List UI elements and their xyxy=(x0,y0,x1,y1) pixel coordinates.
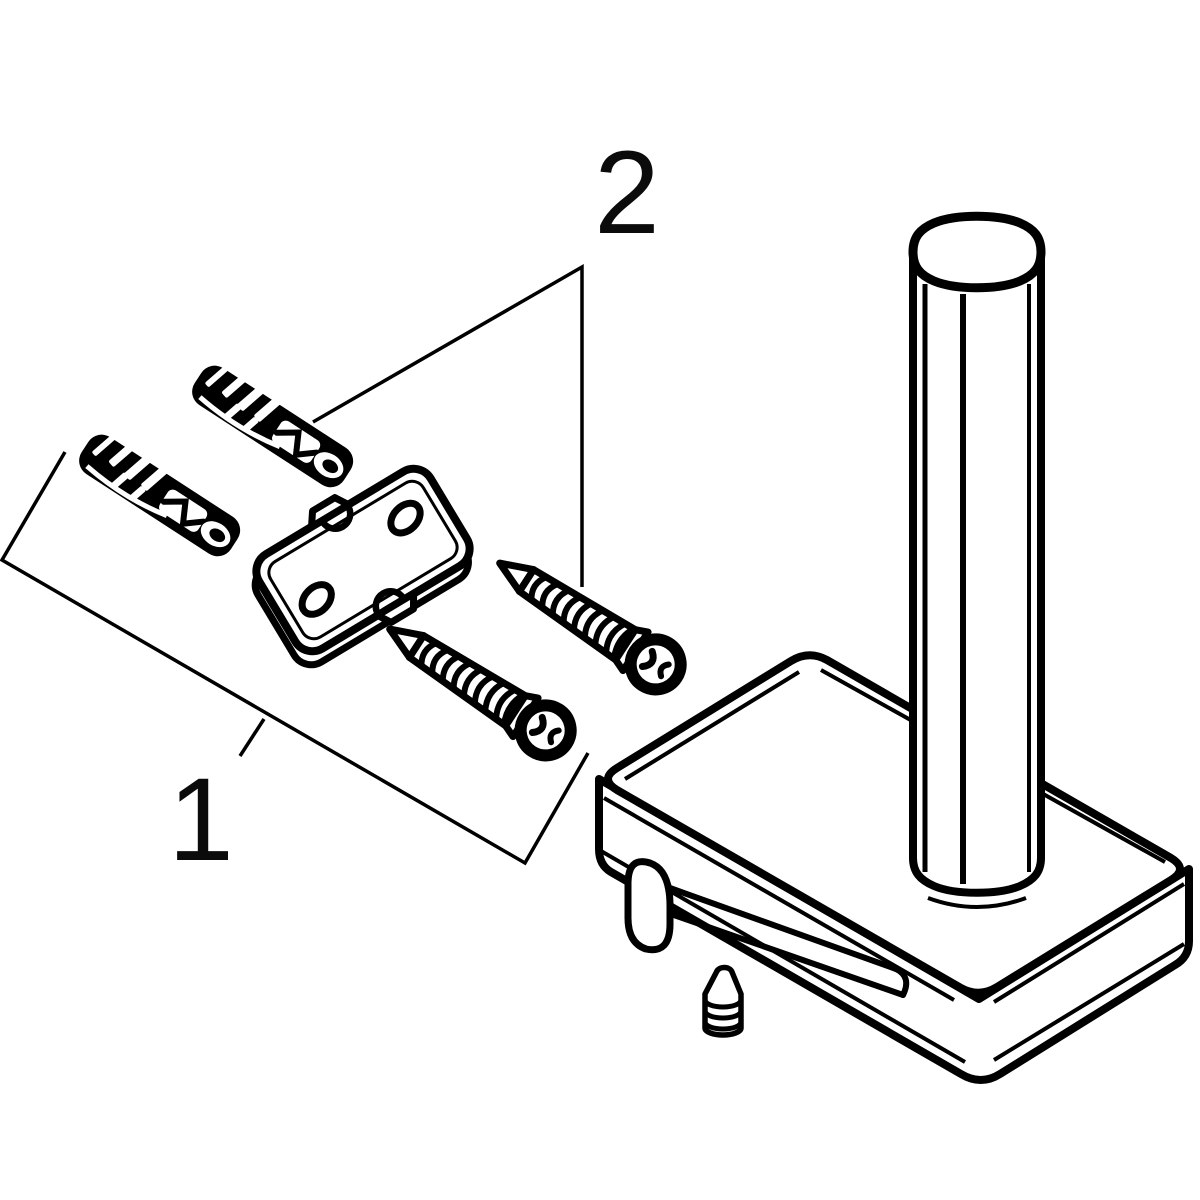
pan-head-screw-upper xyxy=(486,542,690,699)
post-foot-fill xyxy=(913,800,1041,893)
callout-1-spur-line xyxy=(238,718,266,757)
base-side-faces xyxy=(595,775,1193,1084)
mounting-plate xyxy=(251,464,474,669)
base-slot-opening xyxy=(667,885,910,998)
mounting-plate-top-tab xyxy=(308,494,352,531)
base-top-face xyxy=(604,651,1184,997)
mounting-plate-screw-hole xyxy=(387,499,424,537)
callout-2-leader-line xyxy=(312,263,584,587)
callout-1-bracket-line xyxy=(0,451,590,866)
post-top-cap xyxy=(908,211,1046,293)
mounting-plate-top-notch-arc xyxy=(319,504,354,532)
post-body xyxy=(909,246,1045,860)
callout-1-label: 1 xyxy=(168,754,234,886)
mounting-plate-bottom-tab xyxy=(374,590,418,626)
post-edge-lines xyxy=(909,252,1045,884)
mounting-plate-screw-hole xyxy=(298,581,335,618)
post-foot-fillet-line xyxy=(927,896,1027,909)
mounting-plate-inner-line xyxy=(267,479,459,641)
set-screw xyxy=(702,964,744,1038)
set-screw-threads xyxy=(702,999,744,1032)
base-hook xyxy=(624,858,674,954)
pan-head-screw-lower xyxy=(376,608,580,765)
mounting-plate-bottom-notch-arc xyxy=(372,588,407,616)
callout-2-label: 2 xyxy=(594,127,660,259)
holder-base xyxy=(595,651,1193,1084)
wall-plug-anchor-lower xyxy=(73,424,249,563)
wall-plug-anchor-upper xyxy=(186,355,362,494)
holder-post xyxy=(908,211,1046,909)
post-foot-curve xyxy=(909,857,1045,897)
spare-roll-holder xyxy=(595,211,1193,1084)
